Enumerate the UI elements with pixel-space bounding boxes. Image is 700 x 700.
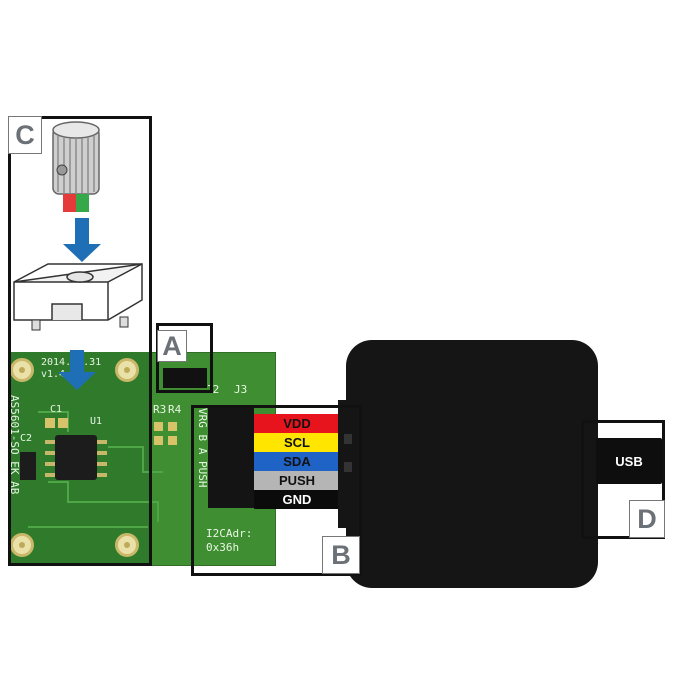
trace	[38, 411, 69, 432]
solder-pad	[168, 436, 177, 445]
callout-b-frame	[191, 405, 362, 576]
i2c-address-label: I2CAdr:	[206, 527, 253, 540]
box-port	[344, 434, 352, 444]
pcb-traces	[28, 411, 163, 528]
magnet-holder-icon	[13, 263, 143, 331]
chip-pin	[97, 451, 107, 455]
rotary-knob-icon	[52, 121, 100, 212]
mounting-hole	[115, 533, 139, 557]
callout-c-label: C	[8, 116, 42, 154]
capacitor-c2	[20, 452, 36, 480]
wire-vdd: VDD	[254, 414, 340, 433]
chip-pin	[45, 473, 55, 477]
down-arrow-icon	[70, 350, 84, 372]
callout-d-frame	[581, 420, 665, 539]
wire-sda: SDA	[254, 452, 340, 471]
usb-plug	[596, 438, 662, 484]
trace	[108, 446, 163, 473]
chip-pin	[45, 462, 55, 466]
chip-pin	[45, 451, 55, 455]
header-connector	[208, 408, 254, 508]
pcb-version: v1.4	[41, 369, 66, 380]
solder-pad	[45, 418, 55, 428]
i2c-address-value: 0x36h	[206, 541, 240, 554]
solder-pad	[58, 418, 68, 428]
box-port	[344, 462, 352, 472]
trace	[103, 501, 159, 522]
sensor-chip	[55, 435, 97, 480]
pcb-j3-label: J3	[234, 383, 248, 396]
interface-box	[346, 340, 598, 588]
wire-gnd: GND	[254, 490, 340, 509]
solder-pad	[154, 436, 163, 445]
mounting-hole	[115, 358, 139, 382]
jumper-j2	[163, 368, 207, 388]
pcb-u1-label: U1	[90, 416, 103, 427]
chip-pin	[97, 473, 107, 477]
wire-push: PUSH	[254, 471, 340, 490]
callout-a-label: A	[157, 330, 187, 362]
chip-pin	[45, 440, 55, 444]
solder-pad	[168, 422, 177, 431]
pcb-r4-label: R4	[168, 403, 182, 416]
chip-pin	[97, 462, 107, 466]
callout-b-label: B	[322, 536, 360, 574]
usb-label: USB	[615, 453, 643, 469]
down-arrow-icon	[63, 244, 101, 262]
down-arrow-icon	[58, 372, 96, 390]
pcb-r3-label: R3	[153, 403, 167, 416]
solder-pad	[154, 422, 163, 431]
pcb-c1-label: C1	[50, 404, 63, 415]
mounting-hole	[10, 358, 34, 382]
pcb-c2-label: C2	[20, 433, 33, 444]
chip-pin	[97, 440, 107, 444]
callout-c-frame	[8, 116, 152, 566]
wire-scl: SCL	[254, 433, 340, 452]
mounting-hole	[10, 533, 34, 557]
down-arrow-icon	[75, 218, 89, 244]
callout-d-label: D	[629, 500, 665, 538]
